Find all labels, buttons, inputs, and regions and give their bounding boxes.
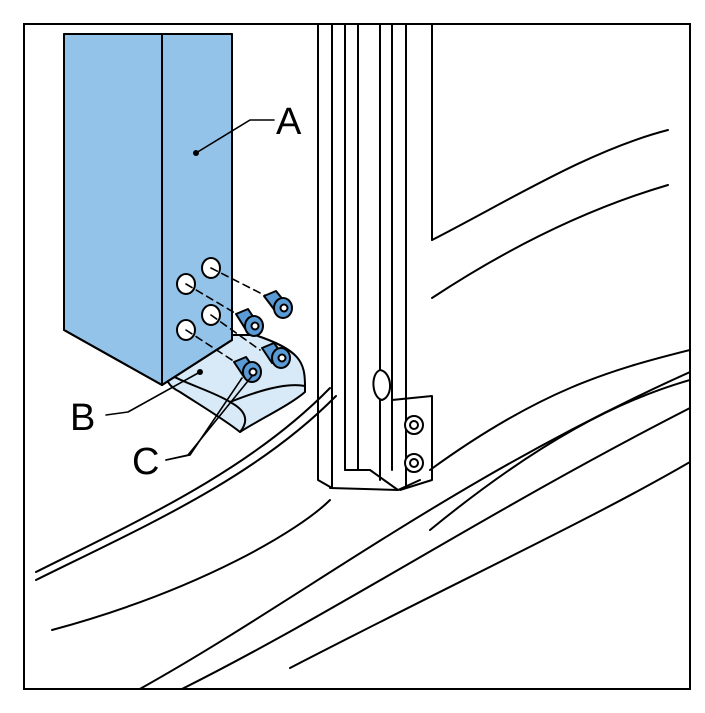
screw-hex-lower [409,458,419,468]
screw-2 [235,308,264,337]
label-c: C [132,441,159,483]
leader-a-dot [193,150,199,156]
leader-c-2 [165,377,243,461]
shower-tray [35,349,690,689]
screw-alignment-lines [185,267,271,363]
screws-c [233,290,293,383]
panel-front-face [63,33,163,386]
callout-leaders [105,119,275,461]
screw-1 [263,290,293,319]
leader-a [195,119,275,154]
screw-3 [261,342,291,369]
panel-a [63,33,233,386]
label-a: A [276,101,302,143]
panel-side-face [161,33,233,386]
glass-wall-edges [431,24,669,299]
profile-screws [404,415,424,473]
leader-b [105,371,201,416]
door-profile [317,24,433,491]
leader-b-dot [197,369,203,375]
screw-4 [233,356,262,383]
screw-hex-upper [409,420,419,430]
label-b: B [70,397,95,439]
